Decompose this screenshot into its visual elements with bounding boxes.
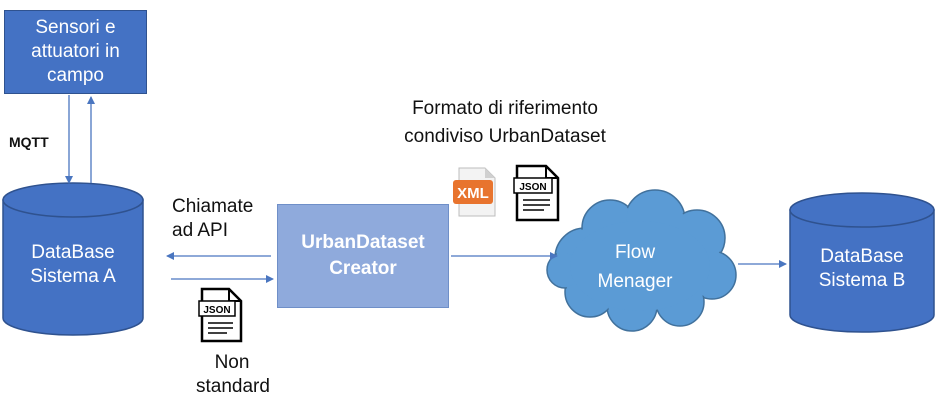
non-standard-label: Non standard [196, 351, 270, 399]
database-a-cylinder [2, 182, 144, 336]
database-b-label: DataBase Sistema B [790, 245, 934, 293]
sensors-label-line2: attuatori in [31, 41, 120, 62]
creator-label-line2: Creator [329, 258, 397, 279]
xml-file-icon: XML [453, 167, 496, 217]
shared-format-line1: Formato di riferimento [412, 98, 598, 119]
api-calls-label: Chiamate ad API [172, 195, 253, 243]
flow-manager-cloud [546, 189, 737, 332]
json-non-standard-icon: JSON [198, 287, 243, 343]
urbandataset-creator-box: UrbanDataset Creator [277, 204, 449, 308]
database-b-cylinder [789, 192, 935, 333]
json-non-standard-label: JSON [203, 305, 230, 316]
database-b-label-line1: DataBase [820, 246, 904, 267]
sensors-label-line3: campo [46, 65, 104, 86]
non-standard-line1: Non [214, 352, 250, 373]
json-icon-label: JSON [519, 182, 546, 193]
flow-label-line2: Menager [597, 271, 673, 292]
database-a-label-line1: DataBase [31, 242, 115, 263]
mqtt-label: MQTT [9, 134, 49, 150]
sensors-label-line1: Sensori e [35, 17, 116, 38]
flow-manager-label: Flow Menager [575, 238, 695, 296]
shared-format-label: Formato di riferimento condiviso UrbanDa… [385, 95, 625, 151]
xml-icon-label: XML [457, 185, 489, 202]
api-calls-line1: Chiamate [172, 196, 254, 217]
api-calls-line2: ad API [172, 220, 228, 241]
creator-label-line1: UrbanDataset [301, 232, 425, 253]
sensors-actuators-box: Sensori e attuatori in campo [4, 10, 147, 94]
database-a-label: DataBase Sistema A [3, 241, 143, 289]
non-standard-line2: standard [196, 376, 270, 397]
database-b-label-line2: Sistema B [818, 270, 906, 291]
shared-format-line2: condiviso UrbanDataset [404, 126, 606, 147]
json-file-icon: JSON [513, 164, 560, 222]
flow-label-line1: Flow [614, 242, 656, 263]
database-a-label-line2: Sistema A [30, 266, 116, 287]
